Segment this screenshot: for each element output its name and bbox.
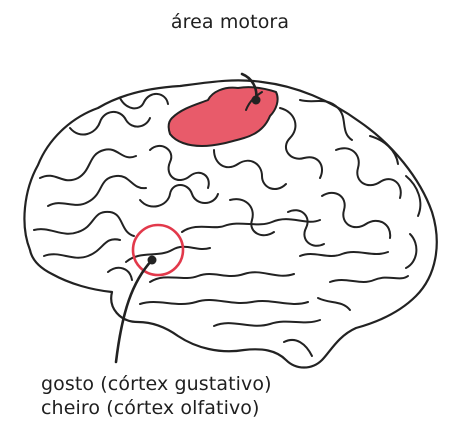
taste-label: gosto (córtex gustativo) [41, 372, 272, 396]
smell-label: cheiro (córtex olfativo) [41, 396, 260, 420]
gustatory-pointer-dot [148, 256, 157, 265]
motor-area-pointer-dot [252, 96, 261, 105]
motor-area-label: área motora [150, 10, 310, 34]
